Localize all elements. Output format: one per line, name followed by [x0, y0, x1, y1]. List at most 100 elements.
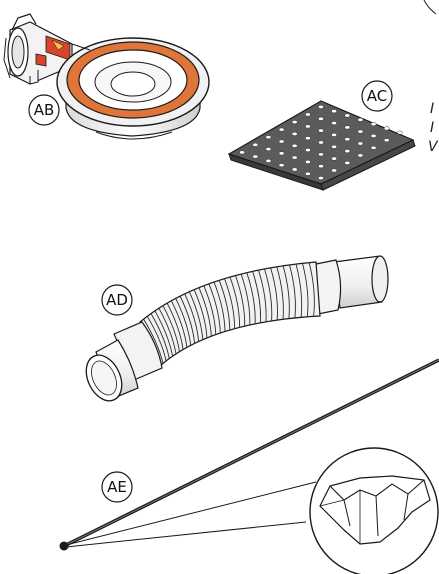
- hose-rib: [213, 281, 226, 332]
- hose-rib: [184, 293, 200, 342]
- grate-hole: [397, 130, 403, 135]
- grate-hole: [265, 147, 272, 152]
- hose-rib: [289, 264, 296, 318]
- hose-rib: [175, 298, 192, 346]
- hose-rib: [229, 276, 241, 328]
- grate-hole: [291, 155, 298, 160]
- hose-rib: [264, 268, 273, 321]
- grate-hole: [318, 152, 324, 157]
- grate-hole: [278, 127, 285, 132]
- hose-rib: [150, 313, 170, 359]
- hose-rib: [170, 300, 188, 348]
- grate-hole: [278, 151, 285, 156]
- grate-hole: [291, 131, 298, 136]
- hose-rib: [166, 302, 184, 350]
- grate-hole: [344, 137, 351, 142]
- grate-hole: [278, 139, 285, 144]
- grate-hole: [344, 160, 351, 165]
- grate-hole: [370, 122, 377, 127]
- grate-hole: [383, 138, 390, 143]
- hose-rib: [208, 283, 221, 334]
- grate-hole: [239, 150, 245, 155]
- svg-text:V: V: [428, 139, 439, 155]
- svg-text:AD: AD: [106, 291, 128, 309]
- drain-trap-icon: [3, 13, 210, 140]
- grate-hole: [331, 132, 337, 137]
- grate-hole: [278, 163, 285, 168]
- grate-hole: [305, 112, 311, 117]
- grate-hole: [331, 168, 337, 173]
- grate-hole: [344, 149, 351, 154]
- grate-holes: [239, 104, 403, 181]
- grate-hole: [331, 109, 337, 114]
- grate-hole: [318, 164, 324, 169]
- hose-rib: [179, 295, 196, 344]
- grate-hole: [318, 176, 324, 181]
- hose-rib: [203, 285, 217, 335]
- grate-hole: [265, 158, 272, 163]
- svg-text:I: I: [430, 120, 434, 136]
- grate-hole: [318, 104, 324, 109]
- grate-hole: [305, 148, 311, 153]
- grate-hole: [357, 153, 364, 158]
- svg-text:AE: AE: [107, 478, 127, 496]
- grate-hole: [357, 129, 364, 134]
- grate-hole: [305, 159, 311, 164]
- label-ab: AB: [28, 94, 60, 126]
- grate-hole: [357, 117, 364, 122]
- edge-text: I I V: [428, 101, 439, 155]
- hose-rib: [252, 271, 262, 323]
- svg-text:I: I: [430, 101, 434, 117]
- hose-rib: [162, 305, 180, 352]
- grate-hole: [252, 142, 259, 147]
- grate-hole: [305, 171, 311, 176]
- label-ae: AE: [101, 471, 133, 503]
- hose-rib: [246, 272, 256, 324]
- grate-hole: [331, 156, 337, 161]
- grate-hole: [370, 133, 377, 138]
- flexible-hose-icon: [85, 255, 389, 402]
- label-ad: AD: [101, 284, 133, 316]
- grate-hole: [291, 143, 298, 148]
- hose-rib: [224, 278, 236, 329]
- grate-hole: [318, 140, 324, 145]
- grate-hole: [370, 145, 377, 150]
- hose-rib: [276, 266, 284, 320]
- hose-rib: [270, 267, 278, 321]
- grate-hole: [252, 154, 259, 159]
- grate-hole: [291, 120, 298, 125]
- hose-rib: [198, 287, 212, 337]
- cropped-arc: [423, 0, 437, 15]
- seal-cord-icon: [59, 358, 439, 574]
- grate-hole: [344, 125, 351, 130]
- hose-rib: [193, 289, 208, 338]
- svg-text:AC: AC: [367, 87, 387, 105]
- label-ac: AC: [361, 80, 393, 112]
- hose-rib: [188, 291, 204, 340]
- grate-hole: [305, 124, 311, 129]
- hose-rib: [154, 310, 174, 357]
- hose-rib: [158, 307, 177, 354]
- grate-hole: [331, 144, 337, 149]
- hose-rib: [258, 269, 267, 322]
- grate-hole: [318, 116, 324, 121]
- square-grate-icon: [227, 100, 416, 191]
- hose-rib: [240, 273, 251, 326]
- hose-rib: [282, 265, 290, 319]
- grate-hole: [331, 121, 337, 126]
- grate-hole: [265, 135, 272, 140]
- hose-rib: [295, 263, 303, 318]
- grate-hole: [291, 167, 298, 172]
- hose-rib: [308, 262, 315, 317]
- hose-rib: [302, 263, 309, 317]
- hose-ribs: [143, 262, 315, 364]
- hose-rib: [143, 318, 164, 364]
- svg-text:AB: AB: [34, 101, 55, 119]
- hose-rib: [146, 316, 167, 362]
- grate-hole: [344, 113, 351, 118]
- grate-hole: [383, 126, 390, 131]
- grate-hole: [357, 141, 364, 146]
- grate-hole: [305, 136, 311, 141]
- grate-hole: [318, 128, 324, 133]
